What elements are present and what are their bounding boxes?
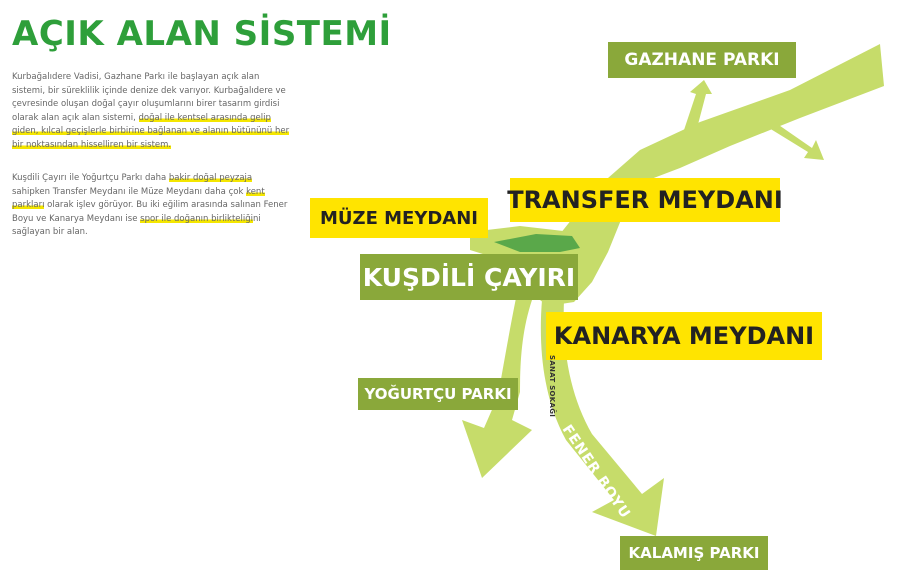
second-text-4: ni sağlayan bir alan. (12, 213, 261, 238)
main-corridor-shape (548, 44, 884, 262)
east-branch-shape (756, 112, 824, 160)
second-text-1: Kuşdili Çayırı ile Yoğurtçu Parkı daha (12, 173, 169, 183)
kanarya-meydani-label: KANARYA MEYDANI (546, 312, 822, 360)
second-highlight-1: bakir doğal peyzaja (168, 173, 253, 183)
yogurtcu-parki-label: YOĞURTÇU PARKI (358, 378, 518, 410)
gazhane-branch-shape (684, 80, 712, 132)
second-text-3: olarak işlev görüyor. Bu iki eğilim aras… (12, 200, 288, 224)
intro-text: Kurbağalıdere Vadisi, Gazhane Parkı ile … (12, 72, 286, 123)
gazhane-parki-label: GAZHANE PARKI (608, 42, 796, 78)
kusdili-cayiri-label: KUŞDİLİ ÇAYIRI (360, 254, 578, 300)
transfer-meydani-label: TRANSFER MEYDANI (507, 178, 783, 222)
sanat-sokagi-label: SANAT SOKAĞI (548, 355, 556, 418)
page-title: AÇIK ALAN SİSTEMİ (12, 14, 392, 54)
kusdili-meadow-patch (494, 234, 580, 252)
second-paragraph: Kuşdili Çayırı ile Yoğurtçu Parkı daha b… (12, 172, 290, 240)
second-text-2: sahipken Transfer Meydanı ile Müze Meyda… (12, 186, 247, 197)
second-highlight-3: spor ile doğanın birlikteliği (140, 213, 254, 224)
yogurtcu-arrow-shape (462, 298, 532, 478)
kalamis-parki-label: KALAMIŞ PARKI (620, 536, 768, 570)
muze-meydani-label: MÜZE MEYDANI (310, 198, 488, 238)
intro-paragraph: Kurbağalıdere Vadisi, Gazhane Parkı ile … (12, 71, 290, 153)
